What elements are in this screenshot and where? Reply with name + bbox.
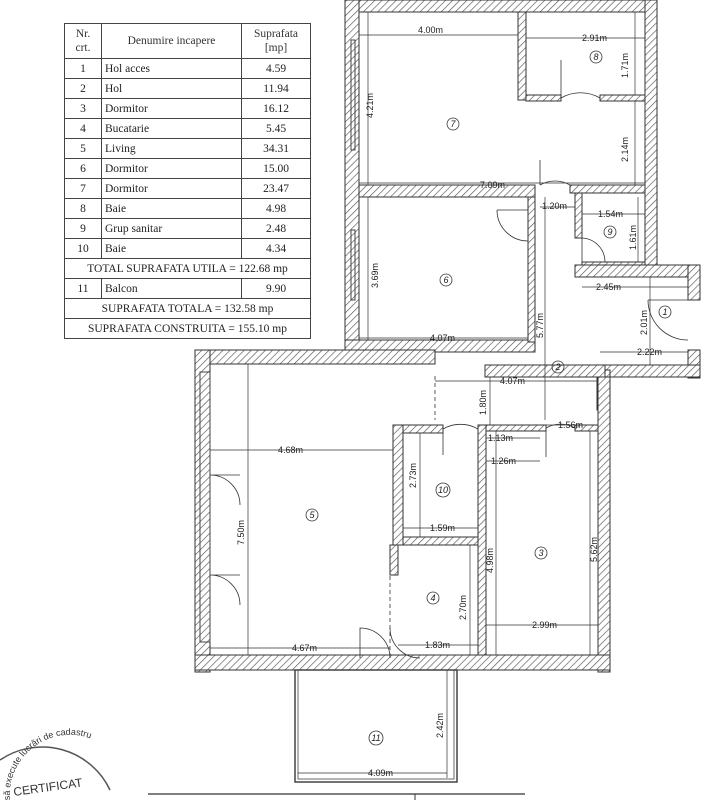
- dim-label: 1.71m: [620, 53, 630, 78]
- room-number: 8: [593, 52, 598, 62]
- header-name: Denumire incapere: [101, 23, 242, 59]
- header-area: Suprafata [mp]: [241, 23, 311, 59]
- certificate-stamp: să execute lucrări de cadastru CERTIFICA…: [0, 727, 111, 800]
- dim-label: 2.45m: [596, 282, 621, 292]
- room-markers: [305, 50, 672, 746]
- dim-label: 4.98m: [485, 548, 495, 573]
- room-number: 3: [538, 548, 543, 558]
- balcony: [294, 669, 458, 783]
- cell-area: 4.34: [241, 238, 311, 259]
- total-utila: TOTAL SUPRAFATA UTILA = 122.68 mp: [64, 258, 311, 279]
- room-number: 4: [430, 593, 435, 603]
- dim-label: 4.21m: [365, 93, 375, 118]
- dimension-lines: [210, 12, 688, 778]
- dim-label: 3.69m: [370, 263, 380, 288]
- room-number: 7: [450, 119, 456, 129]
- dim-label: 1.54m: [598, 209, 623, 219]
- dim-label: 7.50m: [236, 520, 246, 545]
- dim-label: 2.14m: [620, 137, 630, 162]
- dim-label: 1.26m: [491, 456, 516, 466]
- dim-label: 2.73m: [408, 463, 418, 488]
- dim-label: 2.70m: [458, 595, 468, 620]
- dim-label: 4.07m: [430, 333, 455, 343]
- dim-label: 1.13m: [488, 433, 513, 443]
- room-number: 6: [443, 275, 448, 285]
- dim-label: 1.61m: [628, 225, 638, 250]
- room-number: 10: [438, 485, 448, 495]
- windows: [199, 39, 356, 643]
- dim-label: 1.80m: [478, 390, 488, 415]
- dim-label: 2.91m: [582, 33, 607, 43]
- dim-label: 4.68m: [278, 445, 303, 455]
- stamp-title: CERTIFICAT: [12, 775, 83, 799]
- room-number: 9: [607, 227, 612, 237]
- dim-label: 2.42m: [435, 713, 445, 738]
- total-suprafata: SUPRAFATA TOTALA = 132.58 mp: [64, 298, 311, 319]
- dim-label: 5.62m: [589, 537, 599, 562]
- dim-label: 4.09m: [368, 768, 393, 778]
- dim-label: 1.83m: [425, 640, 450, 650]
- dim-label: 1.20m: [542, 201, 567, 211]
- dim-label: 2.01m: [639, 310, 649, 335]
- dim-label: 4.07m: [500, 376, 525, 386]
- dim-label: 5.77m: [535, 313, 545, 338]
- dim-label: 2.22m: [637, 347, 662, 357]
- cell-name: Baie: [101, 238, 242, 259]
- dim-label: 2.99m: [532, 620, 557, 630]
- dim-label: 1.56m: [558, 420, 583, 430]
- room-number: 2: [554, 362, 560, 372]
- dim-label: 1.59m: [430, 523, 455, 533]
- dim-label: 7.09m: [480, 180, 505, 190]
- room-area-table: Nr. crt. Denumire incapere Suprafata [mp…: [64, 23, 311, 339]
- cell-area: 34.31: [241, 138, 311, 159]
- room-number: 1: [662, 307, 667, 317]
- dim-label: 4.00m: [418, 25, 443, 35]
- room-numbers: 7 8 6 9 1 2 10 5 4 3 11: [309, 52, 667, 743]
- walls: [194, 0, 701, 673]
- dimension-labels: 4.00m 2.91m 1.71m 4.21m 2.14m 7.09m 1.20…: [236, 25, 662, 778]
- dim-label: 4.67m: [292, 643, 317, 653]
- doors: [209, 60, 689, 659]
- cell-name: Living: [101, 138, 242, 159]
- room-number: 11: [371, 733, 380, 743]
- balcon-name: Balcon: [101, 278, 242, 299]
- header-nr: Nr. crt.: [64, 23, 102, 59]
- suprafata-construita: SUPRAFATA CONSTRUITA = 155.10 mp: [64, 318, 311, 339]
- room-number: 5: [309, 510, 315, 520]
